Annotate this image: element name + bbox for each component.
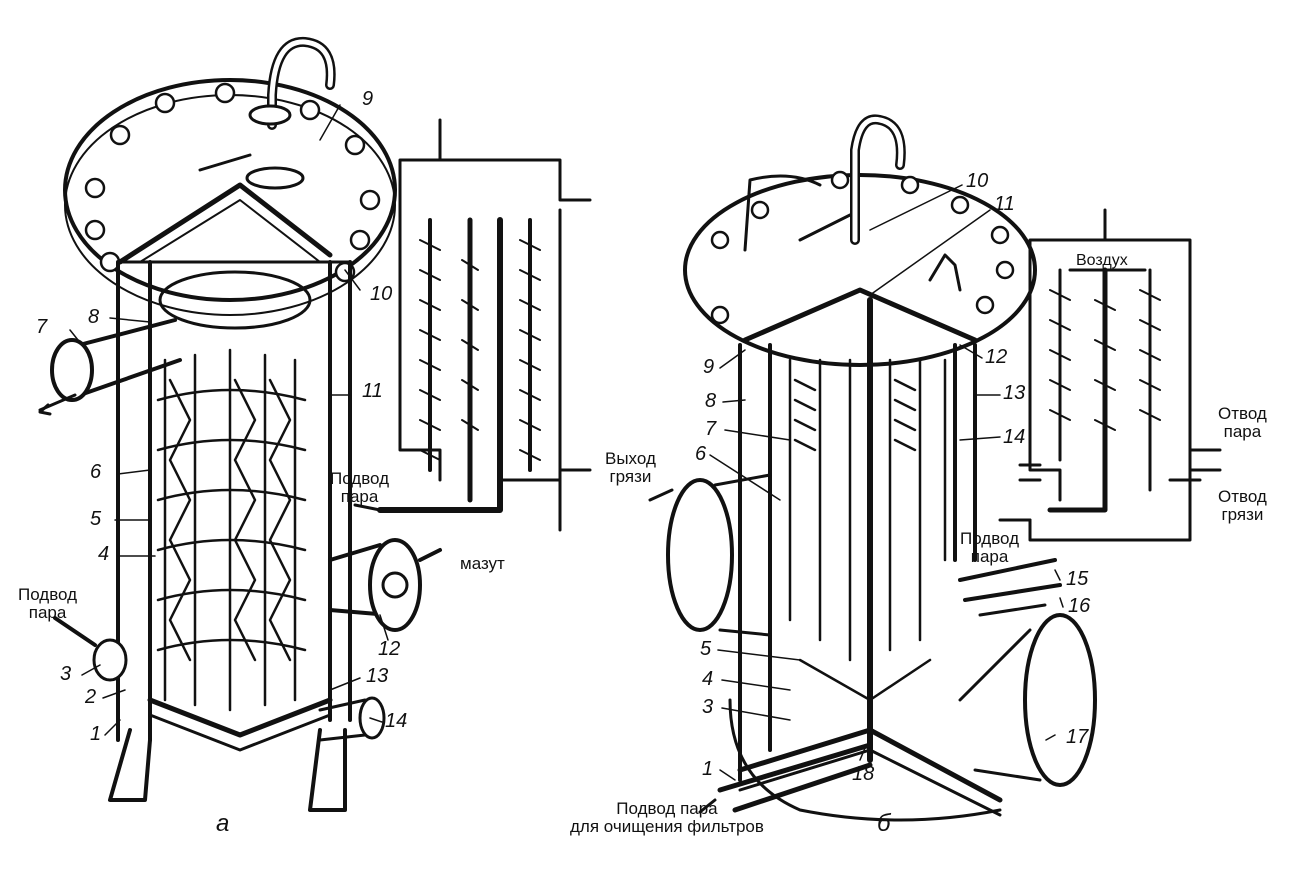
label-a-10: 10 bbox=[370, 283, 393, 305]
label-b-4: 4 bbox=[702, 668, 714, 690]
label-a-14: 14 bbox=[385, 710, 408, 732]
label-b-steam-outlet: Отвод пара bbox=[1218, 404, 1267, 441]
label-a-9: 9 bbox=[362, 88, 374, 110]
label-a-1: 1 bbox=[90, 723, 102, 745]
label-b-18: 18 bbox=[852, 763, 875, 785]
label-b-6: 6 bbox=[695, 443, 707, 465]
label-a-3: 3 bbox=[60, 663, 72, 685]
caption-b: б bbox=[877, 810, 891, 837]
filter-b-drawing bbox=[666, 114, 1097, 822]
label-a-5: 5 bbox=[90, 508, 102, 530]
label-b-steam-cleaning: Подвод пара для очищения фильтров bbox=[570, 799, 764, 836]
label-b-12: 12 bbox=[985, 346, 1008, 368]
label-b-16: 16 bbox=[1068, 595, 1091, 617]
label-b-3: 3 bbox=[702, 696, 714, 718]
label-b-9: 9 bbox=[703, 356, 715, 378]
label-b-air: Воздух bbox=[1076, 252, 1128, 269]
label-a-4: 4 bbox=[98, 543, 110, 565]
label-b-dirt-outlet: Отвод грязи bbox=[1218, 487, 1267, 524]
label-b-10: 10 bbox=[966, 170, 989, 192]
label-b-13: 13 bbox=[1003, 382, 1026, 404]
label-b-1: 1 bbox=[702, 758, 714, 780]
label-a-fuel-oil: мазут bbox=[460, 554, 505, 573]
label-b-14: 14 bbox=[1003, 426, 1026, 448]
schematic-b bbox=[648, 208, 1222, 542]
caption-a: а bbox=[216, 810, 230, 837]
label-a-2: 2 bbox=[85, 686, 97, 708]
leader-lines bbox=[69, 104, 1064, 781]
label-b-7: 7 bbox=[705, 418, 717, 440]
label-b-5: 5 bbox=[700, 638, 712, 660]
label-a-8: 8 bbox=[88, 306, 100, 328]
label-b-17: 17 bbox=[1066, 726, 1089, 748]
label-a-12: 12 bbox=[378, 638, 401, 660]
label-b-steam-inlet: Подвод пара bbox=[960, 529, 1020, 566]
label-a-steam-inlet-right: Подвод пара bbox=[330, 469, 390, 506]
label-b-11: 11 bbox=[994, 193, 1015, 215]
label-a-dirt-outlet: Выход грязи bbox=[605, 449, 656, 486]
label-b-8: 8 bbox=[705, 390, 717, 412]
schematic-a bbox=[353, 118, 592, 562]
label-b-15: 15 bbox=[1066, 568, 1089, 590]
filter-a-drawing bbox=[38, 37, 422, 812]
label-a-7: 7 bbox=[36, 316, 48, 338]
label-a-13: 13 bbox=[366, 665, 389, 687]
label-a-steam-inlet-left: Подвод пара bbox=[18, 585, 78, 622]
label-a-11: 11 bbox=[362, 380, 383, 402]
label-a-6: 6 bbox=[90, 461, 102, 483]
